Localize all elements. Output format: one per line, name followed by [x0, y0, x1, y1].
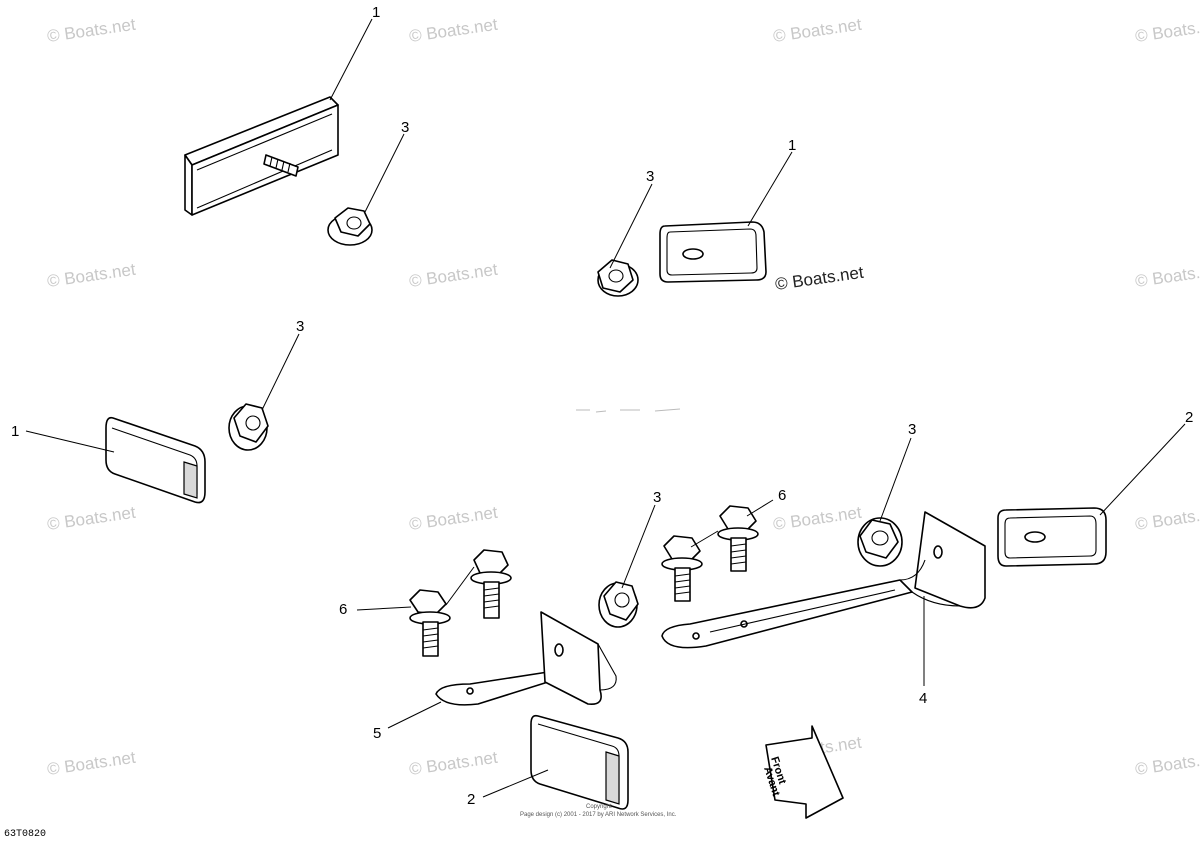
callout-3: 3: [908, 421, 916, 438]
bolt-right-1[interactable]: [661, 535, 703, 602]
callout-4: 4: [919, 690, 927, 707]
watermark: © Boats.net: [46, 15, 137, 46]
watermark: © Boats.net: [46, 260, 137, 291]
callout-1: 1: [788, 137, 796, 154]
callout-6: 6: [339, 601, 347, 618]
flange-nut-center[interactable]: [597, 259, 639, 297]
flange-nut-left[interactable]: [228, 403, 269, 451]
watermark-dark: © Boats.net: [774, 263, 865, 294]
copyright-notice: Page design (c) 2001 - 2017 by ARI Netwo…: [520, 812, 677, 818]
stud: [263, 154, 299, 177]
part-pad-long[interactable]: [184, 96, 339, 216]
callout-2: 2: [1185, 409, 1193, 426]
watermark: © Boats.net: [408, 503, 499, 534]
watermark: © Boats.net: [408, 15, 499, 46]
watermark: © Boats.net: [772, 15, 863, 46]
watermark: © Boats.net: [772, 503, 863, 534]
callout-3: 3: [653, 489, 661, 506]
watermarks: © Boats.net © Boats.net © Boats.net © Bo…: [46, 15, 1200, 779]
part-pad-rounded[interactable]: [105, 416, 206, 504]
watermark: © Boats.net: [1134, 15, 1200, 46]
callout-5: 5: [373, 725, 381, 742]
watermark: © Boats.net: [1134, 503, 1200, 534]
part-pad-bottom[interactable]: [530, 714, 629, 810]
callout-3: 3: [646, 168, 654, 185]
callout-1: 1: [11, 423, 19, 440]
bolt-left-2[interactable]: [470, 549, 512, 619]
callout-3: 3: [296, 318, 304, 335]
flange-nut-lower-center[interactable]: [598, 581, 639, 628]
watermark: © Boats.net: [46, 748, 137, 779]
callout-3: 3: [401, 119, 409, 136]
callout-1: 1: [372, 4, 380, 21]
bolt-right-2[interactable]: [717, 505, 759, 572]
bracket-4[interactable]: [661, 511, 986, 649]
callouts: 1 3 1 3 3 1 3 2 6 3 6 5 4 2: [11, 4, 1193, 808]
flange-nut-top[interactable]: [327, 207, 373, 246]
callout-6: 6: [778, 487, 786, 504]
leader-lines: [25, 18, 1186, 798]
copyright-label: Copyright: [586, 804, 612, 810]
part-pad-right[interactable]: [997, 507, 1107, 567]
flange-nut-right[interactable]: [857, 517, 903, 567]
watermark: © Boats.net: [1134, 260, 1200, 291]
diagram-code: 63T0820: [4, 829, 46, 840]
watermark: © Boats.net: [46, 503, 137, 534]
watermark: © Boats.net: [408, 260, 499, 291]
faint-marks: [576, 408, 681, 413]
watermark: © Boats.net: [1134, 748, 1200, 779]
watermark: © Boats.net: [408, 748, 499, 779]
bracket-5[interactable]: [435, 611, 617, 706]
part-pad-small[interactable]: [659, 221, 767, 283]
callout-2: 2: [467, 791, 475, 808]
bolt-left-1[interactable]: [409, 589, 451, 657]
